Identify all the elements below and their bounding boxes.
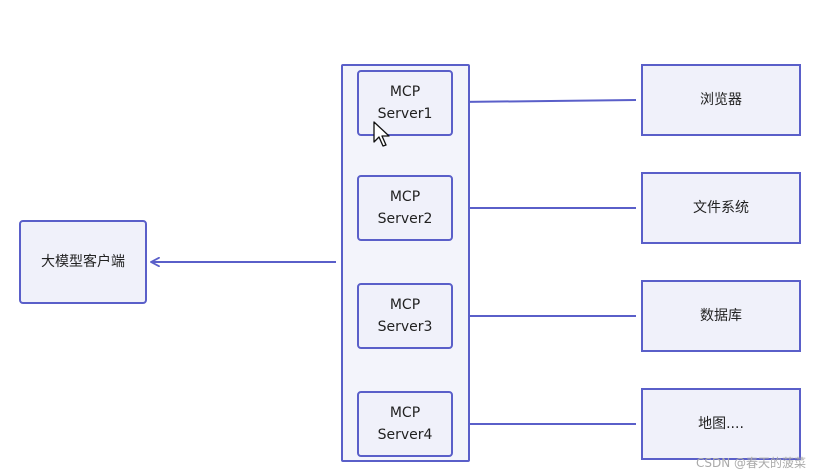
arrow-browser-to-server1 bbox=[458, 100, 637, 102]
database-label: 数据库 bbox=[700, 308, 742, 324]
mcp-server4-box: MCP Server4 bbox=[357, 391, 453, 457]
browser-box: 浏览器 bbox=[641, 64, 801, 136]
map-box: 地图.... bbox=[641, 388, 801, 460]
server3-line1: MCP bbox=[389, 297, 421, 313]
mcp-server3-box: MCP Server3 bbox=[357, 283, 453, 349]
server2-line2: Server2 bbox=[377, 211, 433, 227]
llm-client-box: 大模型客户端 bbox=[19, 220, 147, 304]
server1-line1: MCP bbox=[389, 84, 421, 100]
server1-line2: Server1 bbox=[377, 106, 433, 122]
server4-line2: Server4 bbox=[377, 427, 433, 443]
server2-line1: MCP bbox=[389, 189, 421, 205]
filesystem-box: 文件系统 bbox=[641, 172, 801, 244]
watermark: CSDN @春天的菠菜 bbox=[695, 456, 806, 470]
database-box: 数据库 bbox=[641, 280, 801, 352]
map-label: 地图.... bbox=[698, 416, 744, 432]
browser-label: 浏览器 bbox=[700, 92, 742, 108]
mouse-cursor-icon bbox=[373, 121, 390, 147]
server4-line1: MCP bbox=[389, 405, 421, 421]
mcp-server2-box: MCP Server2 bbox=[357, 175, 453, 241]
llm-client-label: 大模型客户端 bbox=[41, 254, 125, 270]
server3-line2: Server3 bbox=[377, 319, 433, 335]
mcp-server1-box: MCP Server1 bbox=[357, 70, 453, 136]
filesystem-label: 文件系统 bbox=[693, 200, 749, 216]
